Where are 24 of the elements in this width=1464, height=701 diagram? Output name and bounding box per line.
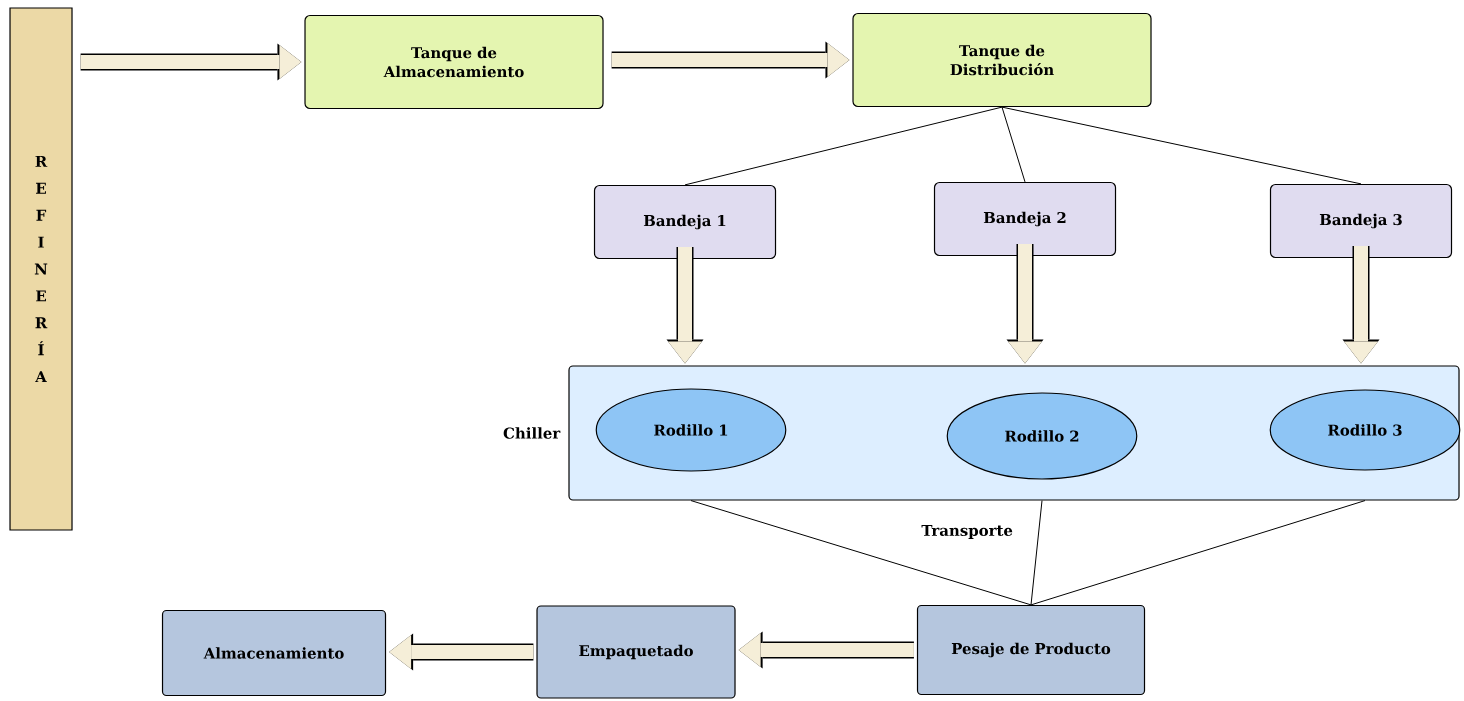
block-arrow <box>1006 244 1044 364</box>
connector-line <box>1001 106 1362 185</box>
process-box: Tanque de Distribución <box>852 12 1152 108</box>
process-box: Almacenamiento <box>161 609 387 697</box>
connector-line <box>1030 500 1043 606</box>
process-box: Bandeja 3 <box>1269 183 1453 259</box>
connector-line <box>1001 106 1026 183</box>
edge-label: Transporte <box>919 522 1015 541</box>
connector-line <box>1030 500 1366 606</box>
connector-line <box>684 106 1003 186</box>
process-box: Pesaje de Producto <box>916 604 1146 696</box>
band-label: Chiller <box>503 427 561 439</box>
connector-line <box>690 500 1032 606</box>
process-box: Tanque de Almacenamiento <box>304 14 604 110</box>
block-arrow <box>80 43 302 81</box>
process-box: Bandeja 2 <box>933 181 1117 257</box>
block-arrow <box>1342 246 1380 364</box>
block-arrow <box>666 247 704 364</box>
process-box: Empaquetado <box>536 605 736 699</box>
block-arrow <box>738 631 914 669</box>
vertical-bar: R E F I N E R Í A <box>9 7 73 531</box>
block-arrow <box>611 41 850 79</box>
process-box: Bandeja 1 <box>593 184 777 260</box>
block-arrow <box>389 633 534 671</box>
